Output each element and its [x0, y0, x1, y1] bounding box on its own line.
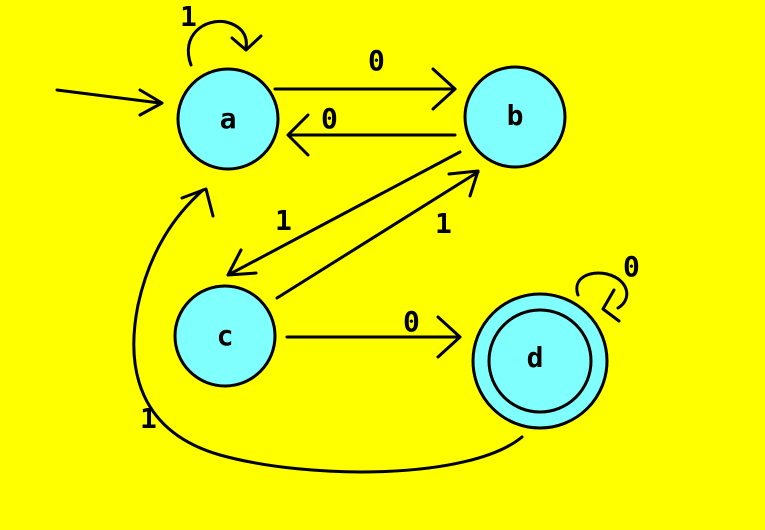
transition-d-d-label: 0 [623, 250, 640, 283]
transition-c-d-label: 0 [403, 305, 420, 338]
transition-b-a-label: 0 [321, 102, 338, 135]
state-b-circle [463, 65, 567, 169]
transition-d-d: 0 [575, 250, 640, 323]
transition-a-b: 0 [273, 44, 457, 111]
state-c-circle [173, 284, 277, 388]
transition-a-a-label: 1 [180, 0, 197, 33]
transition-b-c: 1 [226, 150, 462, 277]
transition-d-a-label: 1 [140, 402, 157, 435]
state-c: c [173, 284, 277, 388]
state-d-label: d [527, 341, 544, 374]
transition-c-b: 1 [275, 169, 480, 300]
transition-a-a: 1 [180, 0, 263, 67]
state-a-circle [176, 67, 280, 171]
state-b-label: b [507, 99, 524, 132]
state-b: b [463, 65, 567, 169]
start-arrow [55, 88, 164, 117]
state-d: d [471, 292, 609, 430]
state-c-label: c [217, 319, 234, 352]
transition-c-b-label: 1 [435, 207, 452, 240]
transition-d-a: 1 [132, 187, 524, 474]
state-a-label: a [220, 102, 237, 135]
state-d-inner-circle [487, 308, 593, 414]
transition-c-d: 0 [285, 305, 462, 359]
transition-b-a: 0 [286, 102, 457, 157]
transition-a-b-label: 0 [368, 44, 385, 77]
transition-b-c-label: 1 [275, 204, 292, 237]
state-a: a [176, 67, 280, 171]
